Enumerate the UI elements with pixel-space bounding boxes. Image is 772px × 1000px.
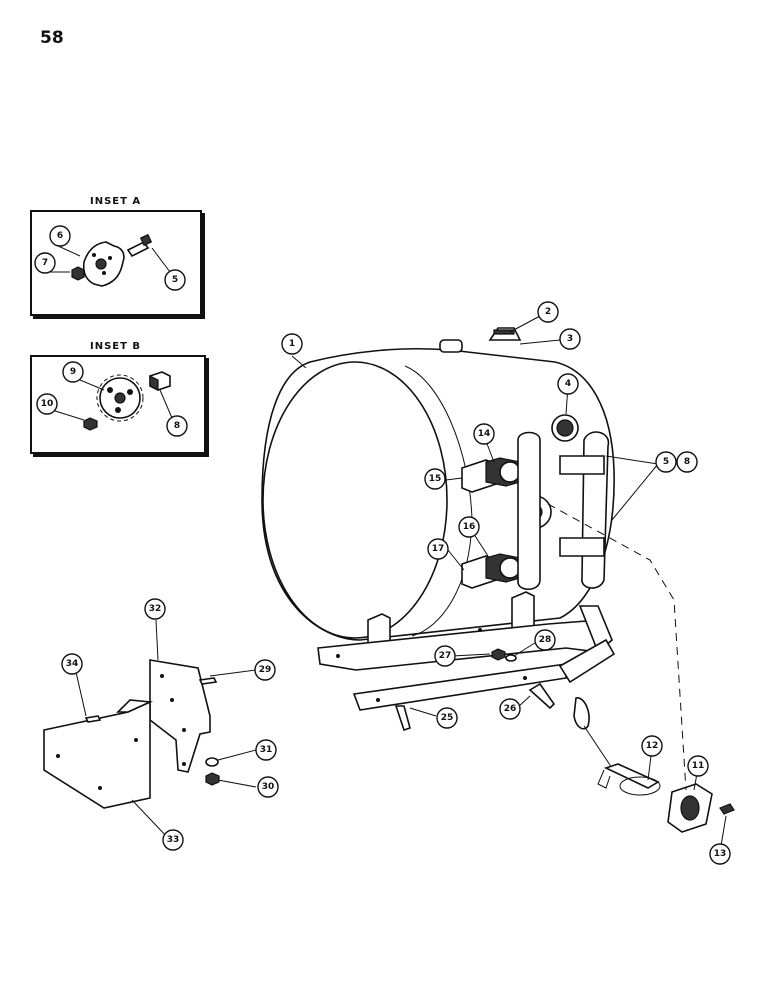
inset-a-title: INSET A	[90, 196, 142, 207]
callout-28: 28	[534, 629, 556, 651]
callout-25-label: 25	[441, 713, 454, 723]
callout-16: 16	[458, 516, 480, 538]
callout-33-label: 33	[167, 835, 180, 845]
callout-30-label: 30	[262, 782, 275, 792]
callout-1: 1	[281, 333, 303, 355]
callout-7-label: 7	[42, 258, 48, 268]
callout-32-label: 32	[149, 604, 162, 614]
bracket-part-32	[149, 659, 220, 786]
callout-34-label: 34	[66, 659, 79, 669]
nut-part-10	[83, 417, 98, 431]
callout-12: 12	[641, 735, 663, 757]
callout-3: 3	[559, 328, 581, 350]
gear-wheel-part-9	[96, 374, 144, 422]
callout-8-inset-b-label: 8	[174, 421, 180, 431]
sender-dashed-line	[547, 503, 687, 791]
callout-9-label: 9	[70, 367, 76, 377]
callout-29-label: 29	[259, 665, 272, 675]
callout-26: 26	[499, 698, 521, 720]
callout-25: 25	[436, 707, 458, 729]
callout-27-label: 27	[439, 651, 452, 661]
callout-28-label: 28	[539, 635, 552, 645]
callout-6: 6	[49, 225, 71, 247]
handwheel-part-6	[82, 241, 125, 287]
block-part-8	[149, 371, 171, 391]
callout-5-main: 5	[655, 451, 677, 473]
callout-5-inset-a: 5	[164, 269, 186, 291]
callout-14-label: 14	[478, 429, 491, 439]
callout-6-label: 6	[57, 231, 63, 241]
callout-2: 2	[537, 301, 559, 323]
callout-5-main-label: 5	[663, 457, 669, 467]
callout-31: 31	[255, 739, 277, 761]
callout-2-label: 2	[545, 307, 551, 317]
callout-8-main: 8	[676, 451, 698, 473]
callout-30: 30	[257, 776, 279, 798]
inset-b-title: INSET B	[90, 341, 142, 352]
callout-10-label: 10	[41, 399, 54, 409]
leader-lines	[48, 244, 727, 853]
valve-assembly	[461, 431, 610, 591]
callout-16-label: 16	[463, 522, 476, 532]
callout-17: 17	[427, 538, 449, 560]
callout-15: 15	[424, 468, 446, 490]
callout-3-label: 3	[567, 334, 573, 344]
callout-13-label: 13	[714, 849, 727, 859]
callout-7: 7	[34, 252, 56, 274]
callout-15-label: 15	[429, 474, 442, 484]
callout-26-label: 26	[504, 704, 517, 714]
shield-part-33	[43, 699, 154, 809]
callout-8-inset-b: 8	[166, 415, 188, 437]
callout-17-label: 17	[432, 544, 445, 554]
callout-1-label: 1	[289, 339, 295, 349]
callout-4: 4	[557, 373, 579, 395]
callout-10: 10	[36, 393, 58, 415]
callout-27: 27	[434, 645, 456, 667]
callout-14: 14	[473, 423, 495, 445]
sight-gauge-part-4	[551, 414, 579, 442]
callout-8-main-label: 8	[684, 457, 690, 467]
sender-unit-part-11	[573, 697, 735, 833]
callout-33: 33	[162, 829, 184, 851]
inset-b-parts	[83, 371, 171, 431]
callout-34: 34	[61, 653, 83, 675]
callout-5-inset-a-label: 5	[172, 275, 178, 285]
callout-11: 11	[687, 755, 709, 777]
callout-9: 9	[62, 361, 84, 383]
page-number: 58	[40, 28, 64, 48]
callout-12-label: 12	[646, 741, 659, 751]
callout-29: 29	[254, 659, 276, 681]
callout-4-label: 4	[565, 379, 571, 389]
callout-11-label: 11	[692, 761, 705, 771]
callout-32: 32	[144, 598, 166, 620]
stem-part-5	[126, 233, 153, 258]
inset-a-parts	[71, 233, 153, 287]
hardware-26-27-28	[491, 648, 556, 710]
nut-part-7	[71, 266, 85, 281]
callout-31-label: 31	[260, 745, 273, 755]
callout-13: 13	[709, 843, 731, 865]
